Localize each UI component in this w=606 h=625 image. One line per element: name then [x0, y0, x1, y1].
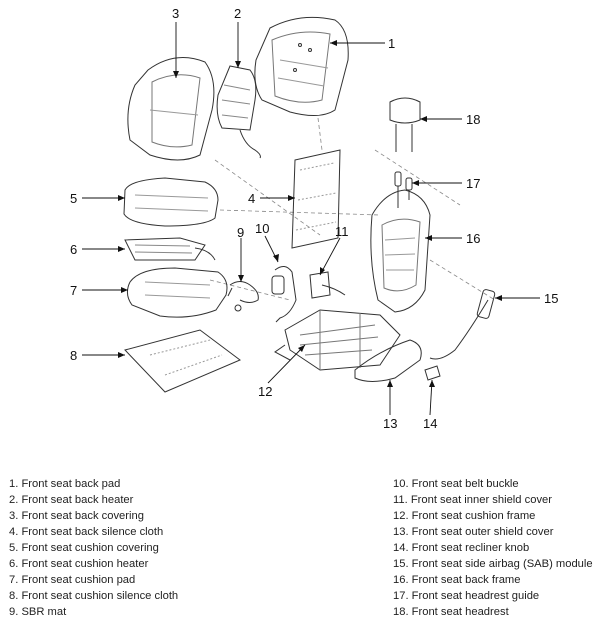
callout-11: 11	[335, 224, 349, 239]
legend-item: 1. Front seat back pad	[9, 478, 121, 490]
legend-item: 17. Front seat headrest guide	[393, 590, 540, 602]
cushion-pad-part	[126, 267, 228, 318]
callout-3: 3	[172, 6, 179, 21]
legend-item: 15. Front seat side airbag (SAB) module	[393, 558, 593, 570]
cushion-frame-part	[274, 309, 401, 371]
arrowheads	[118, 40, 502, 387]
callout-9: 9	[237, 225, 244, 240]
legend-right: 10. Front seat belt buckle 11. Front sea…	[393, 476, 593, 620]
seat-back-frame-part	[370, 189, 431, 313]
callout-15: 15	[544, 291, 558, 306]
legend-item: 10. Front seat belt buckle	[393, 478, 519, 490]
seat-back-silence-cloth-part	[291, 149, 341, 249]
side-airbag-module-part	[429, 289, 496, 360]
exploded-seat-diagram: 1 2 3 4 5 6 7 8 9 10 11 12 13 14 15 16 1…	[70, 6, 558, 431]
callout-12: 12	[258, 384, 272, 399]
legend-item: 6. Front seat cushion heater	[9, 558, 149, 570]
recliner-knob-part	[424, 365, 441, 381]
callout-4: 4	[248, 191, 255, 206]
callout-10: 10	[255, 221, 269, 236]
callout-numbers: 1 2 3 4 5 6 7 8 9 10 11 12 13 14 15 16 1…	[70, 6, 558, 431]
callout-16: 16	[466, 231, 480, 246]
callout-17: 17	[466, 176, 480, 191]
callout-1: 1	[388, 36, 395, 51]
legend-item: 16. Front seat back frame	[393, 574, 521, 586]
legend-left: 1. Front seat back pad 2. Front seat bac…	[9, 476, 178, 620]
leader-lines	[82, 22, 540, 416]
legend-item: 13. Front seat outer shield cover	[393, 526, 554, 538]
seat-back-covering-part	[127, 57, 215, 161]
legend-item: 5. Front seat cushion covering	[9, 542, 159, 554]
callout-8: 8	[70, 348, 77, 363]
headrest-guide-part	[394, 171, 413, 208]
legend-item: 9. SBR mat	[9, 606, 67, 618]
callout-13: 13	[383, 416, 397, 431]
seat-back-pad-part	[254, 16, 349, 116]
legend-item: 14. Front seat recliner knob	[393, 542, 530, 554]
callout-6: 6	[70, 242, 77, 257]
callout-5: 5	[70, 191, 77, 206]
legend-item: 7. Front seat cushion pad	[9, 574, 136, 586]
callout-14: 14	[423, 416, 437, 431]
legend-item: 12. Front seat cushion frame	[393, 510, 536, 522]
outer-shield-cover-part	[354, 339, 422, 382]
seat-belt-buckle-part	[271, 266, 297, 323]
inner-shield-cover-part	[309, 271, 346, 299]
cushion-silence-cloth-part	[124, 329, 241, 393]
legend-item: 11. Front seat inner shield cover	[393, 494, 552, 506]
cushion-heater-part	[124, 237, 216, 261]
legend-item: 18. Front seat headrest	[393, 606, 509, 618]
callout-18: 18	[466, 112, 480, 127]
headrest-part	[389, 97, 421, 152]
cushion-covering-part	[123, 177, 219, 227]
legend-item: 4. Front seat back silence cloth	[9, 526, 164, 538]
seat-back-heater-part	[216, 65, 261, 159]
sbr-mat-part	[227, 281, 259, 312]
dashed-assembly-lines	[209, 117, 496, 301]
callout-2: 2	[234, 6, 241, 21]
callout-7: 7	[70, 283, 77, 298]
legend-item: 8. Front seat cushion silence cloth	[9, 590, 179, 602]
legend-item: 2. Front seat back heater	[9, 494, 134, 506]
legend-item: 3. Front seat back covering	[9, 510, 144, 522]
